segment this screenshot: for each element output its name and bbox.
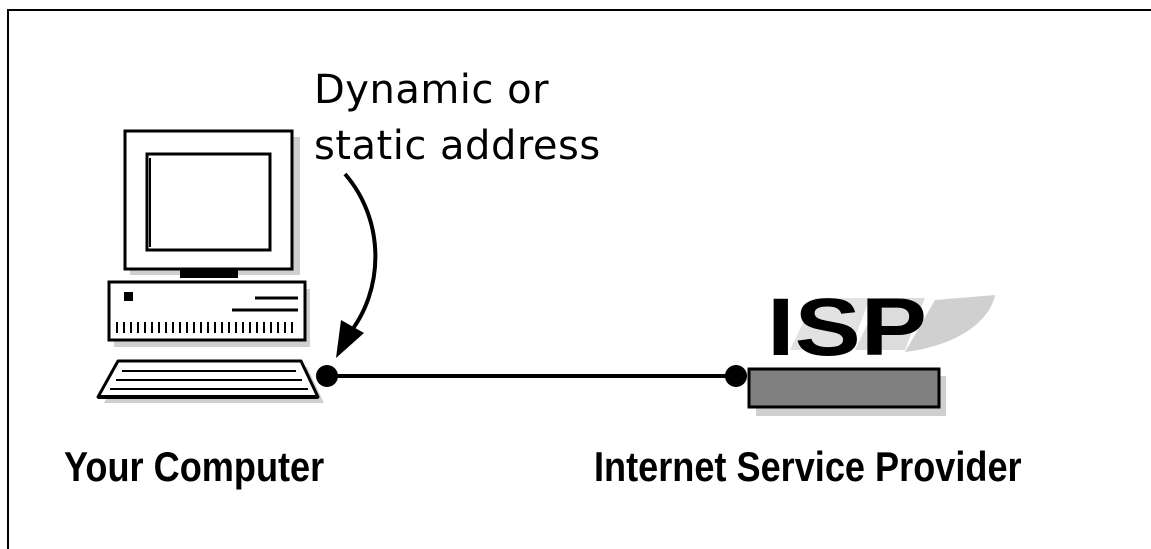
- curved-arrow-icon: [336, 172, 378, 358]
- diagram-frame: [7, 9, 1151, 549]
- isp-logo-shadow: [790, 295, 995, 352]
- desktop-computer-icon: [96, 129, 324, 403]
- isp-device-icon: [747, 367, 946, 416]
- isp-port-dot: [725, 365, 747, 387]
- your-computer-caption: Your Computer: [64, 443, 325, 490]
- computer-port-dot: [316, 365, 338, 387]
- isp-logo: ISP: [767, 282, 927, 373]
- isp-caption: Internet Service Provider: [594, 443, 1022, 490]
- annotation-line-2: static address: [314, 123, 601, 169]
- annotation-line-1: Dynamic or: [314, 67, 550, 113]
- address-annotation: Dynamic or static address: [314, 62, 601, 174]
